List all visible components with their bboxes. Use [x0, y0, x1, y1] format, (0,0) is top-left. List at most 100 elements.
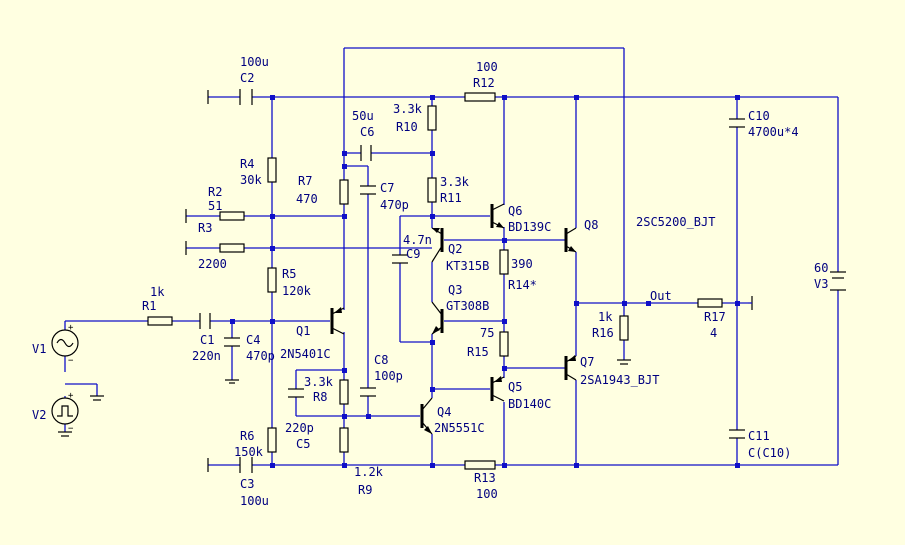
r1-body [147, 316, 173, 326]
transistors [330, 203, 577, 435]
q3-name: Q3 [448, 283, 462, 297]
r3-body [219, 243, 245, 253]
r12-name: R12 [473, 76, 495, 90]
c11-name: C11 [748, 429, 770, 443]
q5-name: Q5 [508, 380, 522, 394]
c3-name: C3 [240, 477, 254, 491]
r14-name: R14* [508, 278, 537, 292]
c7-name: C7 [380, 181, 394, 195]
r17-body [697, 298, 723, 308]
r6-value: 150k [234, 445, 264, 459]
c9-value: 4.7n [403, 233, 432, 247]
component-labels: 100u C2 100 R12 3.3k R10 50u C6 C10 4700… [32, 55, 828, 508]
r14-body [499, 249, 509, 275]
q2-npn [431, 227, 444, 263]
q6-name: Q6 [508, 204, 522, 218]
junctions [230, 95, 740, 468]
r8-body [339, 379, 349, 405]
q8-npn [564, 227, 577, 253]
r4-name: R4 [240, 157, 254, 171]
q3-value: GT308B [446, 299, 489, 313]
r9-name: R9 [358, 483, 372, 497]
q1-value: 2N5401C [280, 347, 331, 361]
c10-name: C10 [748, 109, 770, 123]
r14-value: 390 [511, 257, 533, 271]
r2-value: 51 [208, 199, 222, 213]
c6-name: C6 [360, 125, 374, 139]
c4-value: 470p [246, 349, 275, 363]
wires [64, 47, 839, 466]
r8-name: R8 [313, 390, 327, 404]
q1-pnp [330, 307, 345, 335]
c11-value: C(C10) [748, 446, 791, 460]
v2-name: V2 [32, 408, 46, 422]
q7-name: Q7 [580, 355, 594, 369]
c1-value: 220n [192, 349, 221, 363]
r8-value: 3.3k [304, 375, 334, 389]
r13-value: 100 [476, 487, 498, 501]
c7-value: 470p [380, 198, 409, 212]
r5-name: R5 [282, 267, 296, 281]
r17-name: R17 [704, 310, 726, 324]
r2-body [219, 211, 245, 221]
c10-value: 4700u*4 [748, 125, 799, 139]
r1-name: R1 [142, 299, 156, 313]
r3-value: 2200 [198, 257, 227, 271]
r10-name: R10 [396, 120, 418, 134]
q6-npn [490, 203, 505, 229]
r6-name: R6 [240, 429, 254, 443]
r2-name: R2 [208, 185, 222, 199]
resistors [147, 92, 723, 470]
c8-value: 100p [374, 369, 403, 383]
r6-body [267, 427, 277, 453]
r13-body [464, 460, 496, 470]
r5-body [267, 267, 277, 293]
q7-value: 2SA1943_BJT [580, 373, 659, 387]
q4-value: 2N5551C [434, 421, 485, 435]
r10-body [427, 105, 437, 131]
v3-value: 60 [814, 261, 828, 275]
r4-body [267, 157, 277, 183]
r10-value: 3.3k [393, 102, 423, 116]
svg-text:−: − [68, 356, 74, 366]
q5-value: BD140C [508, 397, 551, 411]
c8-name: C8 [374, 353, 388, 367]
q8-name: Q8 [584, 218, 598, 232]
v3-battery [830, 271, 846, 291]
c2-value: 100u [240, 55, 269, 69]
r7-value: 470 [296, 192, 318, 206]
v2-pulse-source: + − [51, 391, 79, 434]
r15-value: 75 [480, 326, 494, 340]
r11-body [427, 177, 437, 203]
v1-sine-source: + − [51, 323, 79, 366]
q8-value: 2SC5200_BJT [636, 215, 715, 229]
q4-name: Q4 [437, 405, 451, 419]
v1-name: V1 [32, 342, 46, 356]
r7-body [339, 179, 349, 205]
c6-value: 50u [352, 109, 374, 123]
r15-name: R15 [467, 345, 489, 359]
r3-name: R3 [198, 221, 212, 235]
r7-name: R7 [298, 174, 312, 188]
r15-body [499, 331, 509, 357]
q2-name: Q2 [448, 242, 462, 256]
q4-npn [420, 397, 433, 435]
r16-value: 1k [598, 310, 613, 324]
r17-value: 4 [710, 326, 717, 340]
q3-npn [431, 301, 444, 335]
c2-name: C2 [240, 71, 254, 85]
svg-text:−: − [68, 424, 74, 434]
r9-value: 1.2k [354, 465, 384, 479]
q7-pnp [564, 355, 577, 381]
q5-pnp [490, 376, 505, 402]
c9-name: C9 [406, 247, 420, 261]
q2-value: KT315B [446, 259, 489, 273]
q1-name: Q1 [296, 324, 310, 338]
c3-value: 100u [240, 494, 269, 508]
capacitors [199, 89, 745, 473]
c5-name: C5 [296, 437, 310, 451]
r1-value: 1k [150, 285, 165, 299]
r16-body [619, 315, 629, 341]
c4-name: C4 [246, 333, 260, 347]
